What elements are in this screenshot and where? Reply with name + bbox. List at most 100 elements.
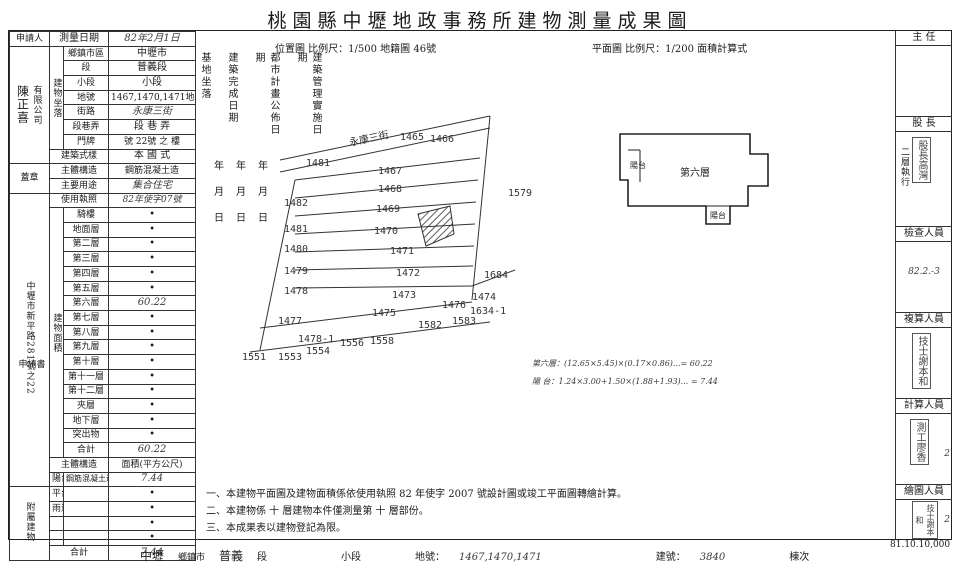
parcel-line (294, 157, 481, 181)
attach-label: 平台 (49, 486, 65, 502)
use-value: 集合住宅 (108, 177, 197, 194)
parcel-label: 1478 (284, 286, 308, 297)
row-label: 街路 (63, 104, 110, 121)
floor-plan: 第六層 陽台 陽台 (619, 133, 769, 225)
parcel-label: 1551 (242, 352, 266, 363)
floor-label: 第四層 (63, 266, 110, 282)
road-name: 永康三街 (348, 128, 390, 149)
row-value: 號 22號 之 樓 (108, 133, 197, 150)
floor-value: • (108, 412, 197, 429)
license-value: 82年使字07號 (108, 192, 197, 209)
day-label: 日 (214, 213, 224, 224)
document-frame (8, 30, 952, 540)
floor-label: 第二層 (63, 236, 110, 253)
date-ymd-c: 年 月 日 (258, 154, 268, 232)
day-label: 日 (258, 213, 268, 224)
balcony-label: 陽台 (630, 160, 646, 170)
attach-area: • (108, 530, 197, 547)
parcel-boundary (471, 115, 491, 301)
attach-structure: 鋼筋混凝土造 (63, 471, 110, 488)
location-map: 永康三街 1466 1465 1467 1481 1468 1482 1469 … (242, 115, 532, 363)
parcel-label: 1469 (376, 204, 400, 215)
calc-no: 2 (944, 449, 950, 459)
row-value: 1467,1470,1471地號 (108, 89, 197, 106)
head-box: 主 任 (896, 31, 952, 117)
owner-sub: 有限公司 (31, 84, 42, 125)
checker-label: 檢查人員 (896, 227, 952, 242)
note-1: 一、本建物平面圖及建物面積係依使用執照 82 年使字 2007 號設計圖或竣工平… (206, 489, 627, 500)
drafter-label: 繪圖人員 (896, 485, 952, 500)
parcel-label: 1474 (472, 292, 496, 303)
parcel-label: 1476 (442, 300, 466, 311)
floor-value: • (108, 383, 197, 400)
floor-value: • (108, 207, 197, 223)
parcel-line (259, 301, 473, 329)
parcel-label: 1479 (284, 266, 308, 277)
parcel-label: 1582 (418, 320, 442, 331)
attach-area: 7.44 (108, 471, 197, 488)
balcony-label: 陽台 (710, 210, 726, 220)
head-label: 主 任 (896, 31, 952, 46)
row-value: 永康三街 (108, 104, 197, 121)
month-label: 月 (258, 187, 268, 198)
structure-value: 鋼筋混凝土造 (108, 163, 197, 179)
parcel-line (294, 179, 479, 199)
parcel-label: 1579 (508, 188, 532, 199)
attach-structure (63, 530, 110, 547)
use-label: 主要用途 (49, 177, 110, 194)
survey-date-label: 測量日期 (49, 31, 110, 47)
district: 中壢 (140, 549, 165, 563)
floor-value: • (108, 427, 197, 444)
chief-box: 股 長 股長高灣 二層執行 (896, 117, 952, 227)
parcel-label: 1465 (400, 132, 424, 143)
note-2: 二、本建物係 十 層建物本件僅測量第 十 層部份。 (206, 506, 429, 517)
attach-area: • (108, 515, 197, 532)
floor-label: 第九層 (63, 339, 110, 356)
row-label: 門牌 (63, 133, 110, 150)
drafter-box: 繪圖人員 技士謝本和 2 (896, 485, 952, 539)
floor-value: • (108, 251, 197, 267)
section: 普義 (219, 549, 244, 563)
parcel-line (294, 201, 477, 217)
building-type-value: 本 國 式 (108, 148, 197, 165)
row-label: 段巷弄 (63, 119, 110, 135)
floor-label: 突出物 (63, 427, 110, 444)
month-label: 月 (214, 187, 224, 198)
page-title: 桃園縣中壢地政事務所建物測量成果圖 (267, 10, 693, 32)
parcel-label: 1475 (372, 308, 396, 319)
parcel-label: 1554 (306, 346, 330, 357)
parcel-label: 1481 (306, 158, 330, 169)
attach-area: • (108, 486, 197, 502)
lot-value: 1467,1470,1471 (459, 552, 542, 563)
surveyor-stamp: 技士謝本和 (912, 333, 931, 389)
parcel-line (294, 245, 475, 253)
survey-date-value: 82年2月1日 (108, 31, 197, 47)
floor-value: • (108, 280, 197, 297)
license-label: 使用執照 (49, 192, 110, 209)
row-value: 中壢市 (108, 45, 197, 62)
parcel-label: 1553 (278, 352, 302, 363)
attach-label: 雨遮 (49, 501, 65, 517)
checker-box: 檢查人員 82.2.-3 (896, 227, 952, 313)
base-location-label: 基地坐落 (199, 52, 210, 100)
parcel-line (294, 285, 473, 289)
notes-block: 一、本建物平面圖及建物面積係依使用執照 82 年使字 2007 號設計圖或竣工平… (206, 486, 627, 537)
row-label: 段 (63, 60, 110, 77)
floor-value: • (108, 368, 197, 385)
attach-structure (63, 486, 110, 502)
year-label: 年 (236, 161, 246, 172)
note-3: 三、本成果表以建物登記為限。 (206, 523, 346, 534)
drafter-stamp: 技士謝本和 (912, 501, 938, 539)
parcel-label: 1470 (374, 226, 398, 237)
completion-date-label: 建築完成日期 (226, 52, 237, 124)
structure-label: 主體構造 (49, 163, 110, 179)
floor-label: 第三層 (63, 251, 110, 267)
floor-label: 騎樓 (63, 207, 110, 223)
parcel-label: 1471 (390, 246, 414, 257)
parcel-label: 1583 (452, 316, 476, 327)
district-unit: 鄉鎮市 (178, 553, 206, 563)
floor-label: 地下層 (63, 412, 110, 429)
row-value: 段 巷 弄 (108, 119, 197, 135)
calc-box: 計算人員 測工廖香 2 (896, 399, 952, 485)
applicant-label: 申請人 (8, 31, 51, 47)
